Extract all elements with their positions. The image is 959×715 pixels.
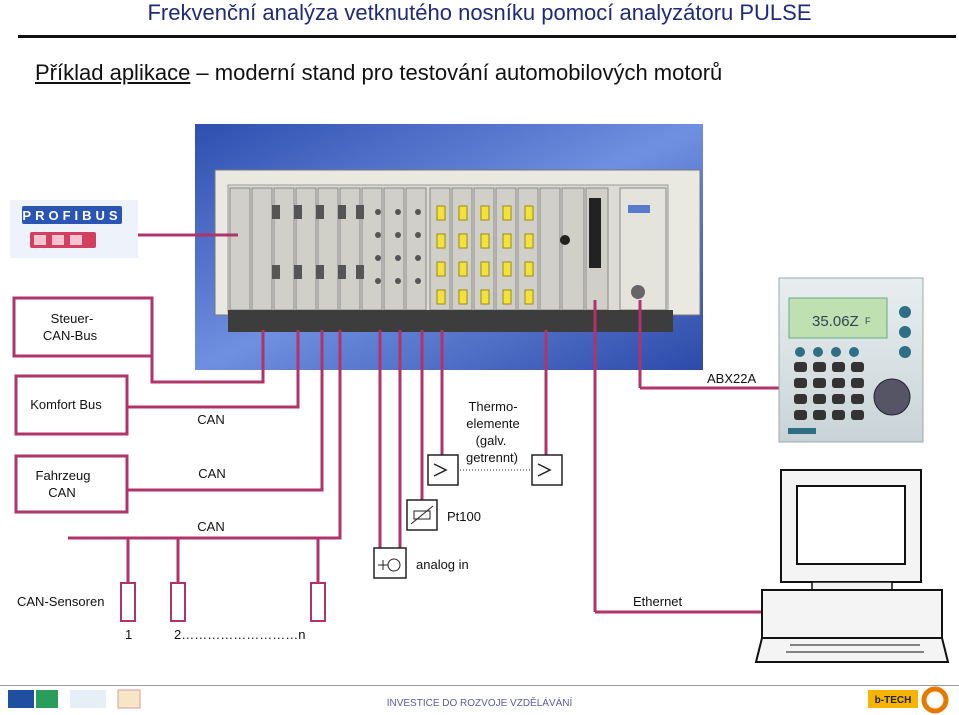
analog-in-symbol [373, 547, 407, 579]
steuer-line-1: Steuer- [51, 311, 94, 326]
thermo-line-1: Thermo- [468, 399, 517, 414]
footer-brand-logo: b-TECH [868, 686, 949, 714]
can-sensor-n [310, 582, 326, 622]
footer-text: INVESTICE DO ROZVOJE VZDĚLÁVÁNÍ [386, 698, 573, 709]
thermo-line-4: getrennt) [466, 450, 518, 465]
computer-icon [754, 469, 950, 663]
thermo-line-2: elemente [466, 416, 519, 431]
subtitle-link[interactable]: Příklad aplikace [35, 60, 191, 85]
komfort-label: Komfort Bus [30, 397, 102, 412]
sensor-index-2-n: 2………………………n [174, 627, 305, 642]
sensor-index-1: 1 [125, 627, 132, 642]
page-title: Frekvenční analýza vetknutého nosníku po… [147, 0, 812, 25]
steuer-line-2: CAN-Bus [43, 328, 98, 343]
can-sensor-1 [120, 582, 136, 622]
ethernet-label: Ethernet [633, 594, 683, 609]
subtitle-text: – moderní stand pro testování automobilo… [190, 60, 723, 85]
keypad-display-value: 35.06Z [812, 313, 859, 330]
abx22a-label: ABX22A [707, 371, 756, 386]
profibus-logo: PROFIBUS [10, 200, 138, 258]
footer-logos-left [8, 689, 141, 709]
thermo-sockets [436, 205, 534, 305]
pt100-label: Pt100 [447, 509, 481, 524]
komfort-bus-box: Komfort Bus [14, 374, 129, 436]
can-sensoren-label: CAN-Sensoren [17, 594, 104, 609]
can-label-komfort: CAN [197, 412, 224, 427]
fahrzeug-line-1: Fahrzeug [36, 468, 91, 483]
steuer-can-bus-box: Steuer- CAN-Bus [12, 296, 154, 358]
can-label-sensors: CAN [197, 519, 224, 534]
subtitle: Příklad aplikace – moderní stand pro tes… [35, 60, 722, 86]
analog-in-label: analog in [416, 557, 469, 572]
fahrzeug-can-box: Fahrzeug CAN [14, 454, 129, 514]
footer-divider [0, 685, 959, 686]
thermo-line-3: (galv. [476, 433, 507, 448]
footer-brand-text: b-TECH [875, 695, 912, 706]
thermo-symbol-left [427, 454, 459, 486]
can-sensor-2 [170, 582, 186, 622]
profibus-text: PROFIBUS [22, 208, 121, 223]
thermo-symbol-right [531, 454, 563, 486]
title-divider [18, 35, 956, 38]
pt100-symbol [406, 499, 438, 531]
can-sensors [120, 582, 326, 622]
fahrzeug-line-2: CAN [48, 485, 75, 500]
rack-connectors [272, 198, 645, 299]
keypad-display-unit: F [865, 316, 871, 326]
wiring [68, 233, 780, 614]
abx22a-keypad-device: 35.06Z F [778, 277, 924, 443]
can-label-fahrzeug: CAN [198, 466, 225, 481]
measurement-rack [195, 124, 703, 370]
